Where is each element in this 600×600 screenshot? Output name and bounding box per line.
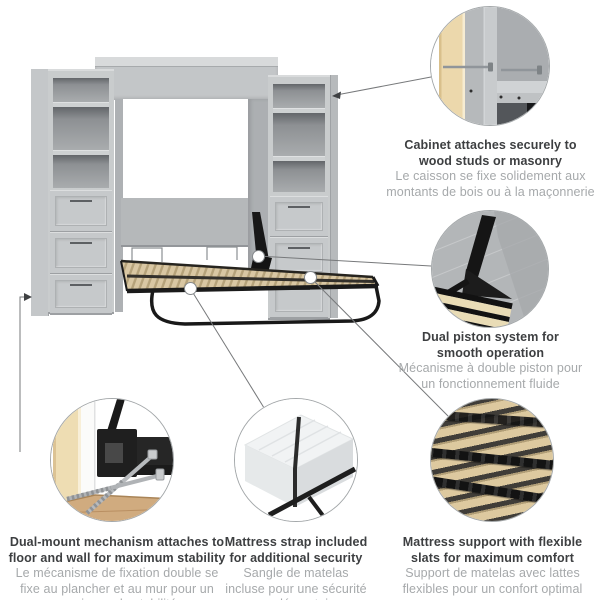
callout-subtitle-line: fixe au plancher et au mur pour un — [20, 581, 214, 596]
callout-subtitle-line: montants de bois ou à la maçonnerie — [386, 184, 595, 199]
callout-text-cabinet-attachment: Cabinet attaches securely to wood studs … — [368, 138, 600, 200]
cabinet-back-rail — [121, 198, 252, 247]
callout-title-line: Mattress strap included — [224, 535, 368, 549]
leader-strap — [189, 287, 264, 408]
anchor-dot-piston — [251, 249, 265, 263]
callout-title-line: for additional security — [229, 550, 363, 565]
callout-subtitle-line: supplémentaire — [196, 597, 396, 600]
leader-slats — [309, 276, 449, 417]
callout-text-flexible-slats: Mattress support with flexible slats for… — [375, 535, 600, 597]
leader-arrowhead-cabinet — [332, 91, 341, 99]
callout-subtitle-line: Le caisson se fixe solidement aux — [395, 169, 586, 183]
leader-arrowhead-mount — [24, 293, 32, 301]
callout-text-mattress-strap: Mattress strap included for additional s… — [196, 535, 396, 600]
leader-cabinet — [338, 76, 432, 95]
left-tower-cubby-3 — [53, 155, 109, 188]
right-tower-cubby-2 — [273, 113, 325, 156]
callout-subtitle-line: Sangle de matelas — [243, 566, 349, 580]
mattress-strap-band — [293, 416, 301, 507]
callout-subtitle-line: incluse pour une sécurité — [225, 581, 367, 596]
callout-subtitle-line: Mécanisme à double piston pour — [398, 361, 583, 375]
callout-title-line: Dual piston system for — [422, 330, 559, 344]
right-tower-side-panel — [330, 75, 338, 318]
callout-subtitle-line: un fonctionnement fluide — [421, 376, 560, 391]
left-tower — [48, 69, 114, 315]
bed-leg-bar — [149, 284, 381, 326]
callout-text-dual-piston: Dual piston system for smooth operation … — [378, 330, 600, 392]
callout-subtitle-line: Le mécanisme de fixation double se — [15, 566, 219, 580]
leader-mount — [19, 296, 26, 452]
callout-title-line: Mattress support with flexible — [402, 535, 583, 549]
wall-strap-plates — [131, 246, 238, 262]
leader-piston — [257, 255, 432, 267]
right-tower-drawer-1 — [270, 196, 328, 238]
callout-title-line: smooth operation — [436, 345, 545, 360]
anchor-dot-slats — [303, 270, 317, 284]
mount-bracket — [97, 399, 173, 477]
callout-title-line: Cabinet attaches securely to — [404, 138, 577, 152]
callout-subtitle-line: Support de matelas avec lattes — [405, 566, 580, 580]
anchor-dot-strap — [183, 281, 197, 295]
callout-title-line: wood studs or masonry — [418, 153, 563, 168]
cabinet-interior-left-wall — [115, 99, 123, 312]
callout-photo-flexible-slats — [430, 398, 554, 522]
callout-subtitle-line: maximum de stabilité — [2, 597, 232, 600]
callout-photo-cabinet-attachment — [430, 6, 550, 126]
cabinet-top-cornice — [95, 57, 278, 100]
left-tower-cubby-1 — [53, 78, 109, 102]
callout-title-line: floor and wall for maximum stability — [8, 550, 226, 565]
right-tower-cubby-3 — [273, 161, 325, 192]
callout-text-dual-mount: Dual-mount mechanism attaches to floor a… — [2, 535, 232, 600]
callout-photo-mattress-strap — [234, 398, 358, 522]
right-tower-cubby-1 — [273, 84, 325, 108]
lag-screws — [66, 449, 165, 515]
callout-title-line: slats for maximum comfort — [411, 550, 574, 565]
left-tower-drawer-3 — [50, 274, 112, 315]
left-tower-cubby-2 — [53, 107, 109, 150]
callout-photo-dual-mount — [50, 398, 174, 522]
callout-subtitle-line: flexibles pour un confort optimal — [402, 581, 583, 596]
mounting-screws — [443, 62, 542, 75]
callout-title-line: Dual-mount mechanism attaches to — [9, 535, 225, 549]
callout-photo-dual-piston — [431, 210, 549, 328]
left-tower-drawer-1 — [50, 190, 112, 233]
